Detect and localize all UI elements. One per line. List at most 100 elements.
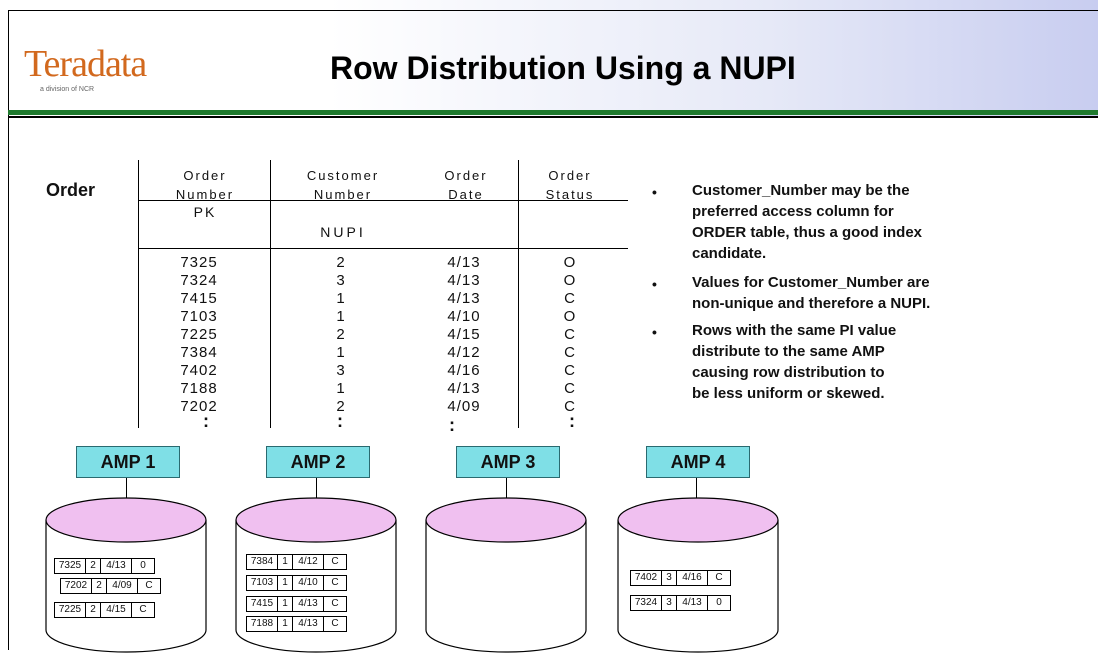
amp-row-cell: C	[331, 577, 339, 588]
bullet-line: non-unique and therefore a NUPI.	[692, 295, 931, 312]
table-cell: 1	[336, 380, 346, 397]
table-cell: 4/12	[447, 344, 481, 361]
table-cell: 7103	[180, 308, 218, 325]
table-cell: C	[564, 362, 576, 379]
table-cell: C	[564, 380, 576, 397]
amp-row-cell: 4/15	[101, 603, 132, 617]
amp-row-cell: 4/13	[293, 597, 324, 611]
amp-1-label: AMP 1	[76, 446, 180, 478]
table-cell: 7202	[180, 398, 218, 415]
ellipsis-4: :	[569, 411, 575, 431]
amp-3-label: AMP 3	[456, 446, 560, 478]
header-rule-green	[8, 110, 1098, 115]
bullet-line: Rows with the same PI value	[692, 322, 897, 339]
amp-row-cell: 4/09	[107, 579, 138, 593]
table-cell: 7225	[180, 326, 218, 343]
table-cell: 2	[336, 326, 346, 343]
table-cell: O	[563, 272, 577, 289]
amp-row-cell: 4/12	[293, 555, 324, 569]
bullet-marker-3: •	[652, 324, 657, 340]
amp-row-cell: 0	[716, 597, 722, 608]
amp-row-cell: 7202	[61, 579, 92, 593]
amp-row-cell: 4/13	[677, 596, 708, 610]
ellipsis-2: :	[337, 411, 343, 431]
table-cell: 2	[336, 254, 346, 271]
table-cell: 4/13	[447, 290, 481, 307]
bullet-line: Customer_Number may be the	[692, 182, 910, 199]
index-underline	[138, 248, 628, 249]
ellipsis-1: :	[203, 411, 209, 431]
frame-left-border	[8, 10, 9, 650]
amp-row-cell: 0	[140, 560, 146, 571]
table-cell: C	[564, 326, 576, 343]
header-underline	[138, 200, 628, 201]
amp-row-cell: 7324	[631, 596, 662, 610]
amp-row-cell: 1	[278, 576, 293, 590]
disk-cylinders	[45, 497, 779, 653]
amp-1-connector	[126, 478, 127, 508]
table-cell: 1	[336, 290, 346, 307]
table-cell: C	[564, 290, 576, 307]
amp-row-cell: 3	[662, 571, 677, 585]
amp-row-cell: 7188	[247, 617, 278, 631]
table-cell: 7324	[180, 272, 218, 289]
table-cell: 3	[336, 362, 346, 379]
amp-row-cell: 4/10	[293, 576, 324, 590]
table-cell: 4/15	[447, 326, 481, 343]
amp-row-cell: C	[139, 604, 147, 615]
disk-1	[45, 497, 207, 653]
amp-row-cell: C	[331, 598, 339, 609]
bullet-marker-1: •	[652, 184, 657, 200]
header-rule-black	[8, 116, 1098, 118]
table-cell: 4/13	[447, 272, 481, 289]
amp-3-connector	[506, 478, 507, 508]
amp-row-cell: C	[715, 572, 723, 583]
table-cell: C	[564, 344, 576, 361]
bullet-line: ORDER table, thus a good index	[692, 224, 923, 241]
table-cell: 7384	[180, 344, 218, 361]
amp-row-cell: 2	[92, 579, 107, 593]
slide-header	[0, 0, 1098, 118]
amp-row-cell: 1	[278, 617, 293, 631]
amp-row-cell: 2	[86, 559, 101, 573]
table-cell: 7325	[180, 254, 218, 271]
disk-4	[617, 497, 779, 653]
bullet-line: distribute to the same AMP	[692, 343, 885, 360]
bullet-line: be less uniform or skewed.	[692, 385, 885, 402]
table-cell: 4/09	[447, 398, 481, 415]
pk-label: PK	[193, 204, 217, 220]
table-cell: 4/16	[447, 362, 481, 379]
table-divider-2	[270, 160, 271, 428]
amp-row-cell: C	[331, 618, 339, 629]
amp-row-cell: C	[145, 580, 153, 591]
table-cell: 2	[336, 398, 346, 415]
amp-4-label: AMP 4	[646, 446, 750, 478]
amp-2-label: AMP 2	[266, 446, 370, 478]
table-cell: 4/13	[447, 254, 481, 271]
amp-row-cell: 1	[278, 597, 293, 611]
amp-row-cell: 2	[86, 603, 101, 617]
amp-4-connector	[696, 478, 697, 508]
table-cell: 4/13	[447, 380, 481, 397]
slide-title: Row Distribution Using a NUPI	[330, 50, 796, 86]
table-name: Order	[46, 180, 96, 200]
table-cell: 7402	[180, 362, 218, 379]
table-divider-1	[138, 160, 139, 428]
amp-row-cell: 4/16	[677, 571, 708, 585]
table-cell: 1	[336, 344, 346, 361]
